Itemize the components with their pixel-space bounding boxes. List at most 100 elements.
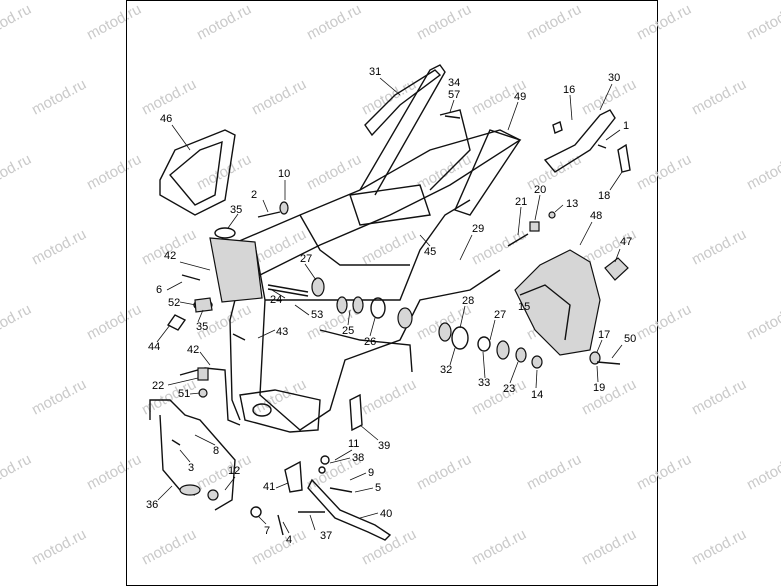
callout-35a: 35 <box>230 204 242 216</box>
watermark-text: motod.ru <box>359 226 419 269</box>
watermark-text: motod.ru <box>304 151 364 194</box>
callout-32: 32 <box>440 364 452 376</box>
watermark-text: motod.ru <box>194 1 254 44</box>
watermark-text: motod.ru <box>579 376 639 419</box>
watermark-text: motod.ru <box>524 451 584 494</box>
watermark-text: motod.ru <box>249 76 309 119</box>
watermark-text: motod.ru <box>194 151 254 194</box>
watermark-text: motod.ru <box>84 151 144 194</box>
callout-39: 39 <box>378 440 390 452</box>
callout-45: 45 <box>424 246 436 258</box>
callout-36: 36 <box>146 499 158 511</box>
callout-8: 8 <box>213 445 219 457</box>
watermark-text: motod.ru <box>634 451 694 494</box>
callout-1: 1 <box>623 120 629 132</box>
watermark-text: motod.ru <box>139 526 199 569</box>
callout-47: 47 <box>620 236 632 248</box>
callout-40: 40 <box>380 508 392 520</box>
watermark-layer: motod.ru motod.ru motod.ru motod.ru motod.ru… <box>0 1 781 569</box>
callout-3: 3 <box>188 462 194 474</box>
watermark-text: motod.ru <box>84 301 144 344</box>
watermark-text: motod.ru <box>0 151 34 194</box>
callout-43: 43 <box>276 326 288 338</box>
callout-23: 23 <box>503 383 515 395</box>
watermark-text: motod.ru <box>689 76 749 119</box>
callout-24: 24 <box>270 294 282 306</box>
watermark-text: motod.ru <box>634 301 694 344</box>
callout-35b: 35 <box>196 321 208 333</box>
watermark-text: motod.ru <box>744 1 781 44</box>
watermark-text: motod.ru <box>0 301 34 344</box>
callout-33: 33 <box>478 377 490 389</box>
watermark-text: motod.ru <box>29 376 89 419</box>
callout-26: 26 <box>364 336 376 348</box>
watermark-text: motod.ru <box>414 451 474 494</box>
watermark-text: motod.ru <box>689 226 749 269</box>
watermark-text: motod.ru <box>0 451 34 494</box>
watermark-text: motod.ru <box>194 451 254 494</box>
watermark-text: motod.ru <box>0 1 34 44</box>
callout-21: 21 <box>515 196 527 208</box>
callout-11: 11 <box>348 438 359 450</box>
watermark-text: motod.ru <box>689 376 749 419</box>
callout-2: 2 <box>251 189 257 201</box>
callout-46: 46 <box>160 113 172 125</box>
callout-51: 51 <box>178 388 190 400</box>
callout-5: 5 <box>375 482 381 494</box>
callout-50: 50 <box>624 333 636 345</box>
callout-25: 25 <box>342 325 354 337</box>
callout-44: 44 <box>148 341 160 353</box>
watermark-text: motod.ru <box>634 1 694 44</box>
frame-artwork <box>149 64 631 541</box>
watermark-text: motod.ru <box>29 226 89 269</box>
callout-17: 17 <box>598 329 610 341</box>
callout-4: 4 <box>286 534 292 546</box>
callout-9: 9 <box>368 467 374 479</box>
callout-15: 15 <box>518 301 530 313</box>
callout-57: 57 <box>448 89 460 101</box>
callout-31: 31 <box>369 66 381 78</box>
watermark-text: motod.ru <box>744 451 781 494</box>
callout-41: 41 <box>263 481 275 493</box>
watermark-text: motod.ru <box>84 1 144 44</box>
callout-48: 48 <box>590 210 602 222</box>
callout-42b: 42 <box>187 344 199 356</box>
watermark-text: motod.ru <box>524 1 584 44</box>
callout-22: 22 <box>152 380 164 392</box>
callout-19: 19 <box>593 382 605 394</box>
callout-labels: 1 2 3 4 5 6 7 8 9 10 11 12 13 14 15 16 1… <box>146 66 636 546</box>
watermark-text: motod.ru <box>249 526 309 569</box>
callout-12: 12 <box>228 465 240 477</box>
callout-28: 28 <box>462 295 474 307</box>
watermark-text: motod.ru <box>524 151 584 194</box>
callout-49: 49 <box>514 91 526 103</box>
callout-42a: 42 <box>164 250 176 262</box>
callout-6: 6 <box>156 284 162 296</box>
callout-7: 7 <box>264 525 270 537</box>
watermark-text: motod.ru <box>139 226 199 269</box>
leader-lines <box>156 77 623 534</box>
callout-27a: 27 <box>300 253 312 265</box>
callout-27b: 27 <box>494 309 506 321</box>
callout-29: 29 <box>472 223 484 235</box>
watermark-text: motod.ru <box>744 151 781 194</box>
callout-18: 18 <box>598 190 610 202</box>
watermark-text: motod.ru <box>744 301 781 344</box>
watermark-text: motod.ru <box>84 451 144 494</box>
callout-53: 53 <box>311 309 323 321</box>
watermark-text: motod.ru <box>634 151 694 194</box>
callout-16: 16 <box>563 84 575 96</box>
callout-13: 13 <box>566 198 578 210</box>
callout-30: 30 <box>608 72 620 84</box>
watermark-text: motod.ru <box>414 1 474 44</box>
watermark-text: motod.ru <box>359 376 419 419</box>
watermark-text: motod.ru <box>304 1 364 44</box>
callout-37: 37 <box>320 530 332 542</box>
watermark-text: motod.ru <box>29 526 89 569</box>
callout-20: 20 <box>534 184 546 196</box>
watermark-text: motod.ru <box>469 526 529 569</box>
watermark-text: motod.ru <box>689 526 749 569</box>
callout-38: 38 <box>352 452 364 464</box>
watermark-text: motod.ru <box>29 76 89 119</box>
